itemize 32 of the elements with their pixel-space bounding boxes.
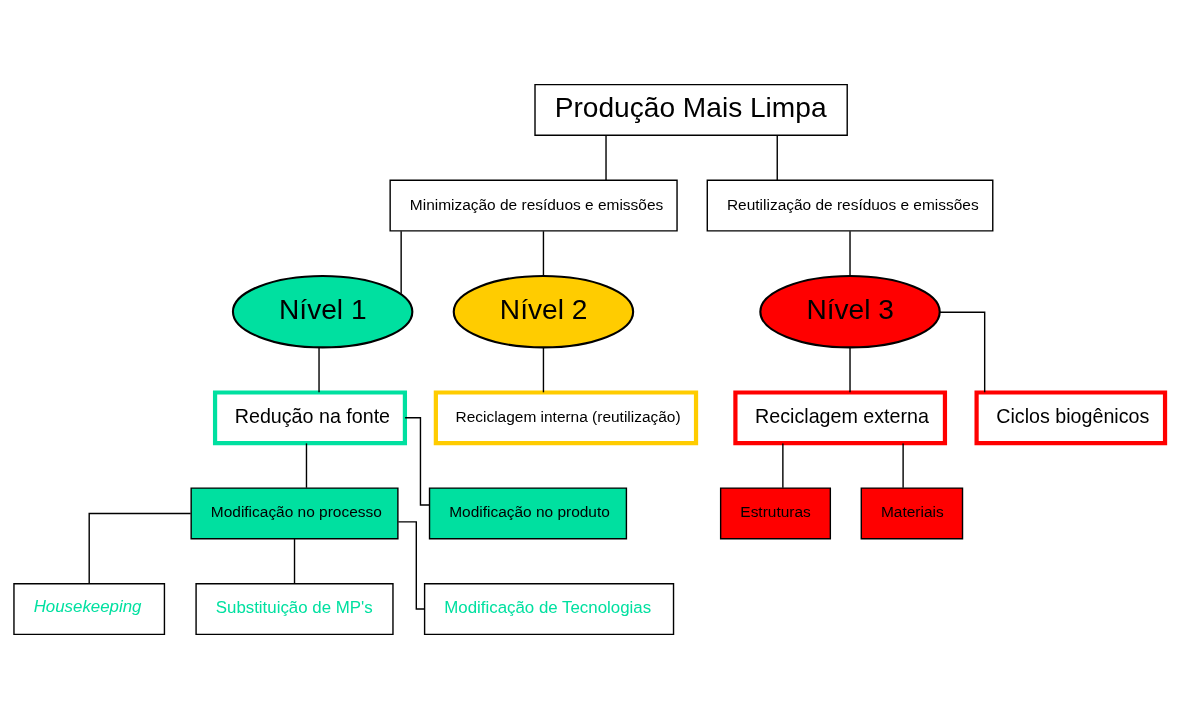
node-box: Materiais: [860, 487, 964, 540]
connector: [88, 512, 192, 585]
connector: [400, 230, 402, 295]
node-ellipse: Nível 3: [759, 274, 941, 349]
node-box: Substituição de MP's: [195, 583, 394, 636]
connector: [849, 230, 851, 277]
connector: [782, 442, 784, 489]
node-box: Produção Mais Limpa: [534, 83, 848, 136]
connector: [939, 311, 986, 393]
node-box: Modificação no processo: [190, 487, 399, 540]
connector: [542, 230, 545, 277]
node-box: Redução na fonte: [212, 390, 408, 446]
node-box: Ciclos biogênicos: [974, 390, 1168, 446]
node-ellipse: Nível 1: [231, 274, 414, 349]
node-box: Modificação de Tecnologias: [423, 583, 675, 636]
node-box: Estruturas: [719, 487, 832, 540]
node-box: Minimização de resíduos e emissões: [389, 179, 678, 232]
connector: [776, 134, 778, 181]
node-box: Housekeeping: [13, 583, 166, 636]
connector: [902, 442, 904, 489]
node-box: Reciclagem interna (reutilização): [433, 390, 699, 446]
connector: [305, 442, 308, 489]
node-box: Reciclagem externa: [733, 390, 948, 446]
connector: [849, 346, 851, 393]
connector: [605, 134, 607, 181]
node-ellipse: Nível 2: [452, 274, 635, 349]
node-box: Modificação no produto: [428, 487, 628, 540]
connector: [542, 346, 545, 393]
connector: [318, 346, 320, 393]
connector: [397, 521, 426, 610]
node-box: Reutilização de resíduos e emissões: [706, 179, 994, 232]
connector: [293, 538, 296, 585]
